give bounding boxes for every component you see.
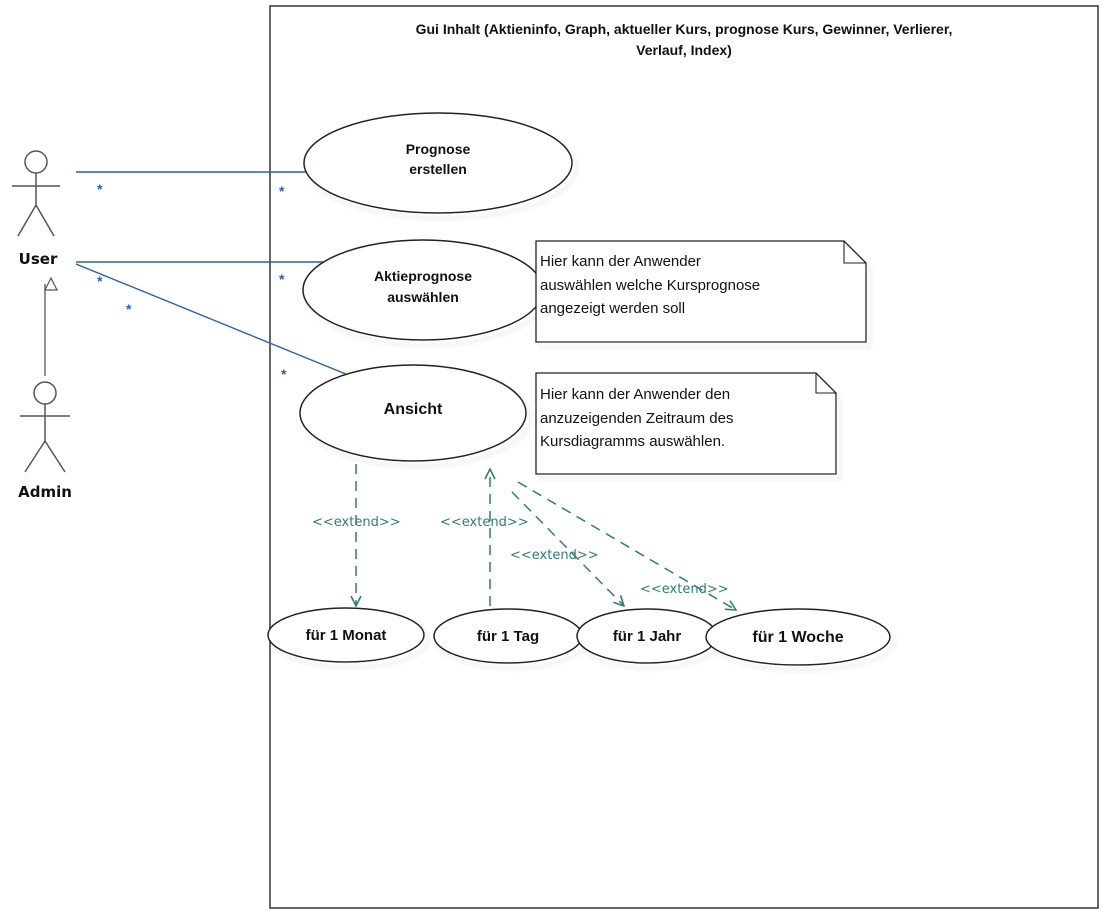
usecase-ansicht-label: Ansicht bbox=[384, 401, 443, 418]
usecase-tag-label: für 1 Tag bbox=[477, 628, 539, 645]
usecase-aktie-line1: Aktieprognose bbox=[374, 268, 472, 284]
extend-label-jahr: <<extend>> bbox=[510, 548, 599, 563]
note2-line1: Hier kann der Anwender den bbox=[540, 386, 730, 403]
extend-relations bbox=[356, 464, 736, 610]
usecase-prognose-line2: erstellen bbox=[409, 161, 467, 177]
extend-jahr-line bbox=[511, 491, 624, 606]
note-aktieprognose: Hier kann der Anwender auswählen welche … bbox=[535, 240, 867, 343]
extend-label-monat: <<extend>> bbox=[312, 515, 401, 530]
mult-uc-2: * bbox=[279, 271, 285, 287]
note1-line2: auswählen welche Kursprognose bbox=[540, 277, 760, 294]
mult-uc-3: * bbox=[281, 366, 287, 382]
multiplicities: * * * * * * bbox=[97, 181, 287, 382]
usecase-ansicht[interactable]: Ansicht bbox=[299, 364, 527, 462]
note2-line2: anzuzeigenden Zeitraum des bbox=[540, 410, 733, 427]
mult-uc-1: * bbox=[279, 183, 285, 199]
usecase-prognose-erstellen[interactable]: Prognose erstellen bbox=[303, 112, 573, 214]
usecase-aktieprognose-auswaehlen[interactable]: Aktieprognose auswählen bbox=[302, 239, 544, 341]
actor-user-label: User bbox=[19, 250, 58, 268]
usecase-fuer-1-tag[interactable]: für 1 Tag bbox=[433, 608, 583, 664]
usecase-aktie-line2: auswählen bbox=[387, 289, 459, 305]
extend-labels: <<extend>> <<extend>> <<extend>> <<exten… bbox=[312, 515, 729, 597]
admin-head-icon bbox=[33, 381, 57, 405]
extend-label-tag: <<extend>> bbox=[440, 515, 529, 530]
actor-admin-label: Admin bbox=[18, 483, 72, 501]
mult-user-3: * bbox=[126, 301, 132, 317]
mult-user-2: * bbox=[97, 273, 103, 289]
usecase-prognose-line1: Prognose bbox=[406, 141, 471, 157]
usecase-woche-label: für 1 Woche bbox=[752, 629, 843, 646]
usecase-monat-label: für 1 Monat bbox=[306, 627, 387, 644]
extend-label-woche: <<extend>> bbox=[640, 582, 729, 597]
mult-user-1: * bbox=[97, 181, 103, 197]
system-boundary-title-line1: Gui Inhalt (Aktieninfo, Graph, aktueller… bbox=[416, 21, 953, 37]
usecase-fuer-1-woche[interactable]: für 1 Woche bbox=[705, 608, 891, 666]
note1-line3: angezeigt werden soll bbox=[540, 300, 685, 317]
usecase-jahr-label: für 1 Jahr bbox=[613, 628, 682, 645]
associations bbox=[75, 171, 359, 380]
system-boundary-title-line2: Verlauf, Index) bbox=[636, 42, 732, 58]
user-head-icon bbox=[24, 150, 48, 174]
note1-line1: Hier kann der Anwender bbox=[540, 253, 701, 270]
assoc-user-ansicht bbox=[75, 263, 359, 380]
note2-line3: Kursdiagramms auswählen. bbox=[540, 433, 725, 450]
usecase-fuer-1-monat[interactable]: für 1 Monat bbox=[267, 607, 425, 663]
note-ansicht: Hier kann der Anwender den anzuzeigenden… bbox=[535, 372, 837, 475]
usecase-fuer-1-jahr[interactable]: für 1 Jahr bbox=[576, 608, 718, 664]
extend-woche-line bbox=[517, 481, 736, 610]
actor-user[interactable] bbox=[12, 150, 60, 237]
actor-admin[interactable] bbox=[20, 381, 70, 473]
